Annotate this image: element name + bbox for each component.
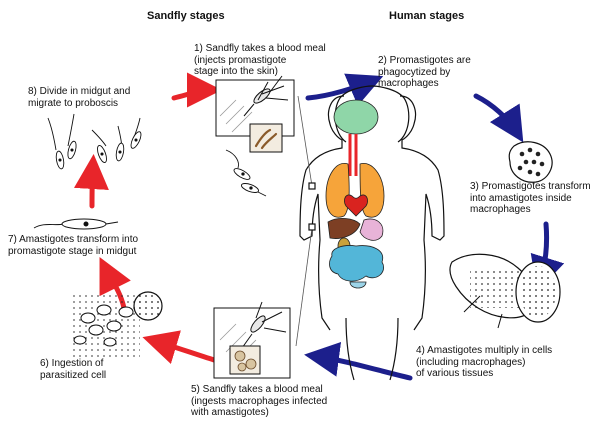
- stomach: [359, 218, 384, 241]
- skin-texture-1: [219, 99, 253, 133]
- liver: [327, 218, 361, 239]
- left-lung: [325, 163, 350, 218]
- step-7-label: 7) Amastigotes transform into promastigo…: [8, 234, 139, 257]
- injection-site-marker: [308, 182, 316, 190]
- arrow-5-to-6: [142, 330, 217, 364]
- human-stages-header: Human stages: [389, 10, 465, 22]
- promastigote-inset: [249, 123, 283, 153]
- arrow-4-to-5: [304, 341, 413, 381]
- heart: [344, 194, 368, 217]
- arrow-1-to-2: [305, 73, 384, 106]
- right-lung: [359, 163, 385, 218]
- human-organs: [325, 99, 385, 289]
- amastigote-dots-3: [517, 147, 545, 177]
- pointer-line-1: [297, 95, 313, 187]
- trachea: [348, 134, 358, 176]
- bladder: [349, 281, 367, 289]
- bite-site-marker: [308, 223, 316, 231]
- sandfly-icon-5: [241, 301, 287, 349]
- step-1-label: 1) Sandfly takes a blood meal (injects p…: [194, 43, 326, 77]
- sandfly-icon: [243, 75, 289, 117]
- arrow-2-to-3: [473, 93, 524, 143]
- step-8-promastigotes: [47, 113, 142, 170]
- step-5-illustration: [213, 301, 291, 379]
- step-6-label: 6) Ingestion of parasitized cell: [40, 358, 107, 381]
- arrow-7-to-8: [73, 154, 109, 209]
- pointer-line-5: [295, 227, 313, 347]
- sandfly-stages-header: Sandfly stages: [147, 10, 225, 22]
- step-1-illustration: [215, 75, 295, 197]
- step-4-label: 4) Amastigotes multiply in cells (includ…: [416, 345, 553, 379]
- step-6-illustration: [70, 291, 163, 358]
- promastigote-free-1: [225, 149, 267, 197]
- step-3-label: 3) Promastigotes transform into amastigo…: [470, 181, 591, 215]
- intestines: [329, 245, 384, 282]
- step-4-tissue-cells: [449, 253, 561, 329]
- body-outline: [299, 95, 445, 331]
- promastigote-inset-cells: [254, 128, 278, 150]
- step-2-label: 2) Promastigotes are phagocytized by mac…: [378, 55, 471, 89]
- step-7-promastigote: [33, 218, 119, 230]
- step-5-label: 5) Sandfly takes a blood meal (ingests m…: [191, 384, 328, 418]
- arrow-8-to-1: [171, 72, 222, 108]
- step-3-macrophage: [508, 141, 553, 183]
- brain: [333, 99, 379, 135]
- legs: [345, 317, 399, 381]
- human-cycle-arrows: [304, 73, 565, 381]
- step-8-label: 8) Divide in midgut and migrate to probo…: [28, 86, 131, 109]
